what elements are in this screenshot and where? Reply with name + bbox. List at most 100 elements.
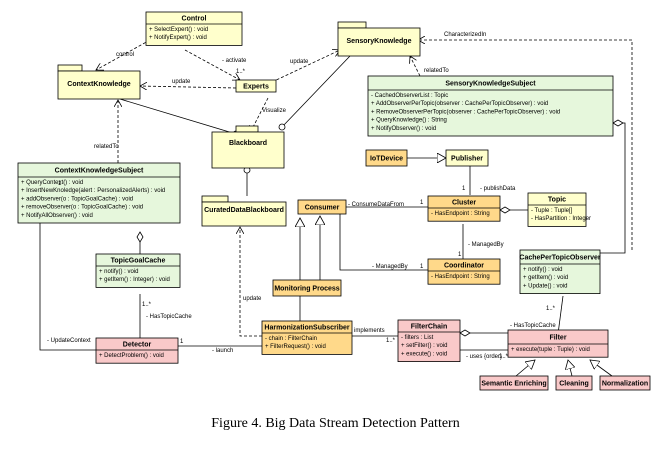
class-name: Filter <box>549 335 566 342</box>
class-name: CachePerTopicObserver <box>519 255 600 262</box>
class-control: Control+ SelectExpert() : void+ NotifyEx… <box>145 11 243 46</box>
class-name: TopicGoalCache <box>111 258 166 265</box>
class-member: + NotifyAllObserver() : void <box>21 213 93 219</box>
class-box <box>145 11 243 46</box>
class-member: + Update() : void <box>523 283 568 289</box>
class-member: - chain : FilterChain <box>265 336 317 342</box>
class-box <box>272 279 342 297</box>
label-managed-by-2: - ManagedBy <box>372 264 408 270</box>
edge-subject-cache <box>600 119 626 254</box>
label-managed-by-1: - ManagedBy <box>468 242 504 248</box>
class-box <box>235 79 277 93</box>
class-coordinator: Coordinator- HasEndpoint : String <box>427 258 501 285</box>
class-name: Detector <box>123 342 152 349</box>
edge-characterized-in <box>418 40 633 250</box>
label-publish-mult: 1 <box>462 186 466 192</box>
class-name: Semantic Enriching <box>481 381 546 388</box>
edge-update-curated <box>240 227 262 337</box>
class-topic: Topic - Tuple : Tuple[] - HasPartition : I… <box>527 192 591 227</box>
class-member: + execute(tuple : Tuple) : void <box>511 347 590 353</box>
edge-update-context <box>140 86 237 88</box>
class-member: + notify() : void <box>99 269 139 275</box>
label-launch-mult: 1 <box>180 339 184 345</box>
class-name: Normalization <box>602 381 648 388</box>
class-box <box>17 162 181 224</box>
class-member: + addObserver(o : TopicGoalCache) : void <box>21 196 133 202</box>
label-has-topic-cache-1: - HasTopicCache <box>146 314 192 320</box>
package-blackboard-name: Blackboard <box>229 140 267 147</box>
package-context-knowledge-name: ContextKnowledge <box>67 81 130 88</box>
edge-filter-cache <box>557 295 564 335</box>
class-member: + DetectProblem() : void <box>99 353 164 359</box>
edge-related-to-sensory <box>410 56 421 77</box>
class-member: - HasPartition : Integer <box>531 216 591 222</box>
class-semantic-enriching: Semantic Enriching <box>479 375 549 391</box>
class-member: + SelectExpert() : void <box>149 27 208 33</box>
class-iot-device: IoTDevice <box>365 149 408 167</box>
label-managed-by-2-mult: 1 <box>420 264 424 270</box>
class-box <box>261 320 353 355</box>
class-context-knowledge-subject: ContextKnowledgeSubject + QueryContext() … <box>17 162 181 224</box>
edge-control-context <box>96 39 151 70</box>
edge-semantic-filter <box>515 360 535 377</box>
edge-context-blackboard <box>119 98 237 135</box>
label-update-3: update <box>243 296 262 302</box>
label-update-1: update <box>172 79 191 85</box>
figure-caption: Figure 4. Big Data Stream Detection Patt… <box>211 416 460 431</box>
class-box <box>479 375 549 391</box>
class-member: + RemoveObserverPerTopic(observer : Cach… <box>371 109 560 115</box>
label-managed-by-1-mult: 1 <box>458 252 462 258</box>
class-name: Control <box>182 16 207 23</box>
class-name: Topic <box>548 197 566 204</box>
label-has-topic-cache-2-mult: 1..* <box>546 306 556 312</box>
package-blackboard: Blackboard <box>211 125 285 169</box>
label-uses-order: - uses {order} <box>466 354 502 360</box>
label-uses-mult: 1..* <box>499 354 509 360</box>
label-implements-mult: 1..* <box>386 338 396 344</box>
class-name: HarmonizationSubscriber <box>264 325 349 332</box>
class-member: - CachedObserverList : Topic <box>371 93 448 99</box>
class-member: - Tuple : Tuple[] <box>531 208 573 214</box>
class-box <box>397 319 461 362</box>
class-sensory-knowledge-subject: SensoryKnowledgeSubject - CachedObserverL… <box>367 75 614 137</box>
connectors <box>39 39 633 377</box>
class-box <box>95 337 179 364</box>
class-member: + FilterRequest() : void <box>265 344 326 350</box>
class-filter: Filter + execute(tuple : Tuple) : void <box>507 329 609 358</box>
class-member: + removeObserver(o : TopicGoalCache) : v… <box>21 205 143 211</box>
classes: Control+ SelectExpert() : void+ NotifyEx… <box>17 11 651 391</box>
package-sensory-knowledge: SensoryKnowledge <box>337 21 421 57</box>
class-normalization: Normalization <box>599 375 651 391</box>
class-publisher: Publisher <box>445 149 489 167</box>
association-labels: control - activate 1..* update update Vi… <box>47 32 556 360</box>
class-box <box>297 199 347 215</box>
class-cleaning: Cleaning <box>555 375 593 391</box>
class-member: + notify() : void <box>523 267 563 273</box>
label-implements: implements <box>354 328 385 334</box>
class-member: + setFilter() : void <box>401 343 448 349</box>
class-box <box>427 195 501 222</box>
class-name: FilterChain <box>411 324 448 331</box>
class-name: ContextKnowledgeSubject <box>55 168 144 175</box>
label-activate: - activate <box>222 58 247 64</box>
label-consume-data-from: - ConsumeDataFrom <box>348 202 404 208</box>
edge-cleaning-filter <box>568 360 572 377</box>
class-name: Consumer <box>305 205 340 212</box>
label-has-topic-cache-2: - HasTopicCache <box>510 323 556 329</box>
class-box <box>365 149 408 167</box>
class-name: Monitoring Process <box>274 286 339 293</box>
class-box <box>427 258 501 285</box>
class-member: + QueryContext() : void <box>21 180 83 186</box>
class-box <box>527 192 587 227</box>
class-box <box>445 149 489 167</box>
edge-consumer-coordinator <box>339 214 428 271</box>
label-characterized-in: CharacterizedIn <box>444 32 486 38</box>
label-activate-mult: 1..* <box>236 69 246 75</box>
class-member: + AddObserverPerTopic(observer : CachePe… <box>371 101 548 107</box>
edge-sensory-blackboard <box>281 55 351 128</box>
class-member: - HasEndpoint : String <box>431 211 490 217</box>
class-monitoring-process: Monitoring Process <box>272 279 342 297</box>
class-name: SensoryKnowledgeSubject <box>445 81 536 88</box>
class-name: Coordinator <box>444 263 484 270</box>
